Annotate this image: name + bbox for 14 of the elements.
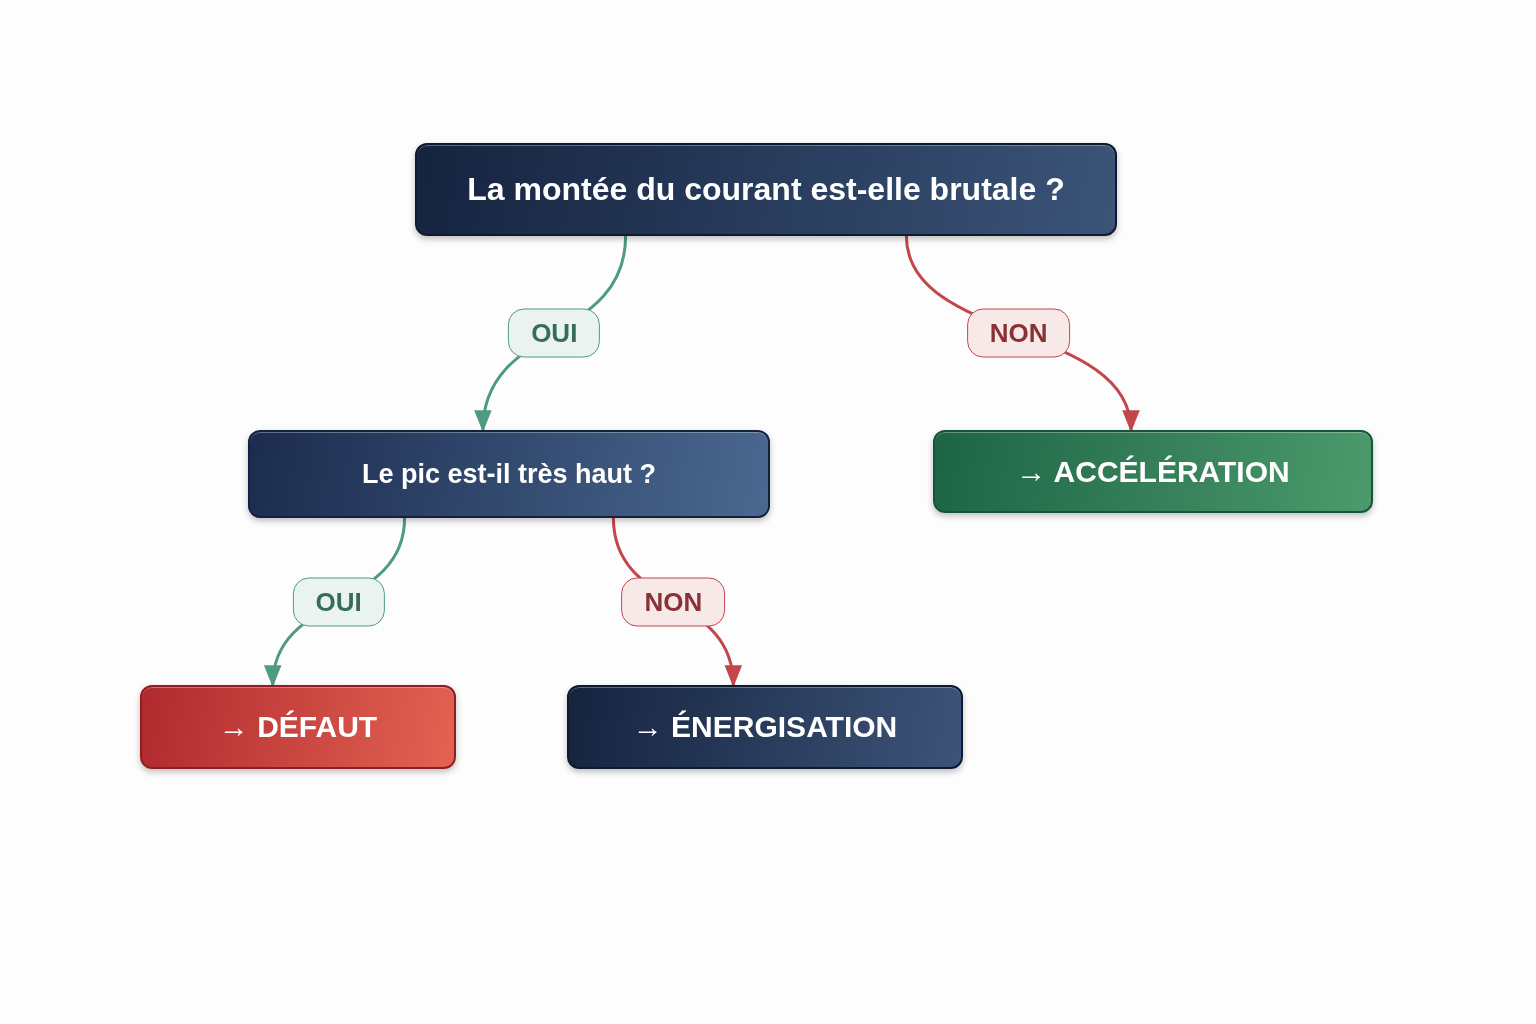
edge-label: OUI	[508, 308, 601, 358]
process-box	[248, 430, 770, 518]
edge-label: NON	[621, 577, 726, 626]
node-label: La montée du courant est-elle brutale ?	[467, 171, 1065, 208]
node-label: → DÉFAUT	[218, 710, 378, 744]
process-box	[415, 143, 1117, 236]
edge-label: OUI	[292, 577, 385, 626]
node-label: Le pic est-il très haut ?	[361, 458, 657, 490]
process-box	[140, 685, 456, 769]
node-label: → ÉNERGISATION	[632, 710, 898, 744]
edge-label: NON	[966, 308, 1071, 358]
process-box	[933, 430, 1373, 513]
node-label: → ACCÉLÉRATION	[1016, 454, 1290, 489]
process-box	[567, 685, 963, 769]
